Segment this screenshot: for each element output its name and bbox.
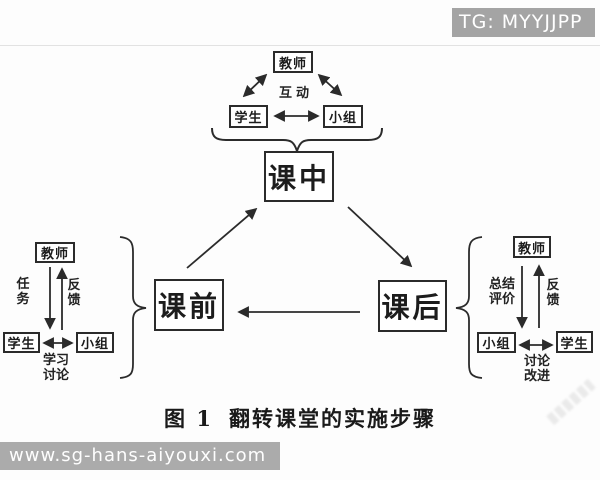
discussion-improvement-line2: 改进	[523, 369, 550, 385]
interaction-label: 互动	[279, 86, 314, 101]
summary-evaluation-line2: 评价	[488, 292, 515, 308]
study-discussion-label: 学习 讨论	[40, 353, 72, 384]
postclass-student-box: 学生	[556, 331, 593, 353]
feedback-label-right: 反馈	[546, 278, 560, 309]
summary-evaluation-line1: 总结	[488, 277, 515, 292]
postclass-group-box: 小组	[477, 332, 516, 353]
arrow-inclass-postclass	[347, 206, 413, 268]
summary-evaluation-label: 总结 评价	[487, 277, 517, 308]
figure-caption: 图 1 翻转课堂的实施步骤	[0, 403, 600, 433]
top-divider-line	[0, 45, 600, 46]
figure-title: 翻转课堂的实施步骤	[228, 406, 436, 431]
inclass-group-box: 小组	[323, 105, 363, 128]
preclass-group-box: 小组	[76, 332, 114, 353]
discussion-improvement-line1: 讨论	[523, 354, 550, 369]
preclass-student-box: 学生	[3, 332, 40, 353]
discussion-improvement-label: 讨论 改进	[521, 354, 553, 385]
study-discussion-line2: 讨论	[42, 368, 69, 384]
brace-inclass	[211, 127, 383, 155]
preclass-teacher-box: 教师	[35, 242, 75, 263]
brace-preclass	[119, 236, 147, 379]
task-label: 任务	[16, 277, 30, 308]
figure-number: 图 1	[164, 406, 213, 431]
telegram-watermark-badge: TG: MYYJJPP	[452, 8, 595, 37]
study-discussion-line1: 学习	[42, 353, 69, 368]
arrow-teacher-group	[317, 73, 343, 97]
phase-postclass-box: 课后	[378, 280, 447, 332]
arrow-teacher-student	[242, 73, 268, 98]
inclass-student-box: 学生	[229, 105, 268, 128]
phase-inclass-box: 课中	[264, 151, 334, 202]
inclass-teacher-box: 教师	[273, 51, 313, 73]
phase-preclass-box: 课前	[154, 279, 224, 331]
brace-postclass	[455, 236, 483, 379]
arrow-preclass-inclass	[186, 207, 258, 269]
postclass-teacher-box: 教师	[513, 236, 551, 258]
feedback-label-left: 反馈	[67, 278, 81, 309]
site-url-watermark: www.sg-hans-aiyouxi.com	[0, 442, 280, 470]
